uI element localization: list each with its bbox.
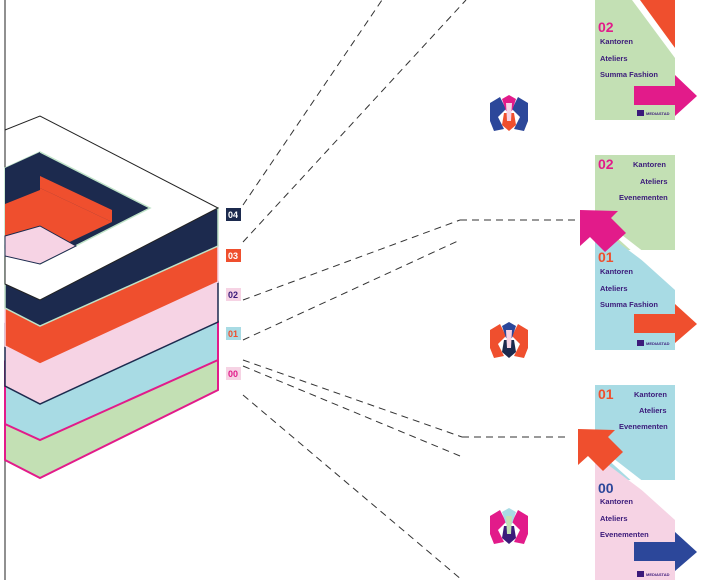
- sign-3-bottom-line-3: Evenementen: [600, 530, 649, 539]
- sign-3-top-line-2: Ateliers: [639, 406, 667, 415]
- connector-line: [242, 0, 467, 243]
- level-tags: 04 03 02 01 00: [226, 208, 241, 380]
- sign-2-bottom-number: 01: [598, 249, 614, 265]
- sign-1-top-line-3: Summa Fashion: [600, 70, 658, 79]
- sign-2-logo-mark: [637, 340, 644, 346]
- sign-2-arrow-up-left-icon: [580, 210, 626, 252]
- sign-panel-2: 02 Kantoren Ateliers Evenementen 01 Kant…: [580, 155, 697, 350]
- connector-line: [242, 394, 463, 580]
- courtyard-orange-wall: [40, 176, 112, 222]
- sign-1-top-number: 02: [598, 19, 614, 35]
- connector-line: [242, 359, 463, 438]
- sign-panel-3: 01 Kantoren Ateliers Evenementen 00 Kant…: [578, 385, 697, 580]
- sign-3-logo-mark: [637, 571, 644, 577]
- courtyard-navy-wall: [5, 152, 40, 204]
- level-tag-03-bg: [226, 249, 241, 262]
- sign-3-top-number: 01: [598, 386, 614, 402]
- connector-line: [242, 0, 383, 206]
- sign-3-logo: MEDIASTAD: [646, 572, 670, 577]
- sign-2-top-line-2: Ateliers: [640, 177, 668, 186]
- sign-3-diagonal-cut: [595, 448, 675, 520]
- level-tag-04-bg: [226, 208, 241, 221]
- sign-3-arrow-right-icon: [634, 532, 697, 571]
- sign-3-top-line-3: Evenementen: [619, 422, 668, 431]
- sign-2-arrow-right-icon: [634, 304, 697, 343]
- building-stack: [4, 115, 220, 480]
- sign-2-bottom-line-3: Summa Fashion: [600, 300, 658, 309]
- sign-3-arrow-up-left-icon: [578, 429, 623, 471]
- sign-2-top-line-1: Kantoren: [633, 160, 666, 169]
- level-tag-04: 04: [228, 210, 238, 220]
- sign-1-logo: MEDIASTAD: [646, 111, 670, 116]
- sign-3-bottom-line-2: Ateliers: [600, 514, 628, 523]
- level-tag-03: 03: [228, 251, 238, 261]
- sign-2-top-line-3: Evenementen: [619, 193, 668, 202]
- sign-3-bottom-number: 00: [598, 480, 614, 496]
- connector-lines: [242, 0, 585, 580]
- level-tag-01: 01: [228, 329, 238, 339]
- sign-3-top-line-1: Kantoren: [634, 390, 667, 399]
- sign-3-bottom-line-1: Kantoren: [600, 497, 633, 506]
- connector-line: [242, 365, 461, 457]
- level-tag-00: 00: [228, 369, 238, 379]
- ornament-icon-blue: [490, 95, 528, 131]
- level-tag-02-bg: [226, 288, 241, 301]
- connector-line: [242, 239, 461, 341]
- sign-1-top-line-1: Kantoren: [600, 37, 633, 46]
- ornament-icon-orange: [490, 322, 528, 358]
- level-tag-02: 02: [228, 290, 238, 300]
- sign-1-top-line-2: Ateliers: [600, 54, 628, 63]
- sign-2-bottom-line-2: Ateliers: [600, 284, 628, 293]
- sign-1-logo-mark: [637, 110, 644, 116]
- connector-line: [242, 219, 461, 301]
- sign-panel-1: 02 Kantoren Ateliers Summa Fashion MEDIA…: [595, 0, 697, 120]
- courtyard-pink: [4, 225, 78, 265]
- sign-2-logo: MEDIASTAD: [646, 341, 670, 346]
- level-tag-01-bg: [226, 327, 241, 340]
- ornament-icon-magenta: [490, 508, 528, 544]
- sign-2-bottom-line-1: Kantoren: [600, 267, 633, 276]
- sign-2-top-number: 02: [598, 156, 614, 172]
- sign-1-arrow-right-icon: [634, 75, 697, 116]
- sign-1-diagonal-cut: [632, 0, 675, 58]
- level-tag-00-bg: [226, 367, 241, 380]
